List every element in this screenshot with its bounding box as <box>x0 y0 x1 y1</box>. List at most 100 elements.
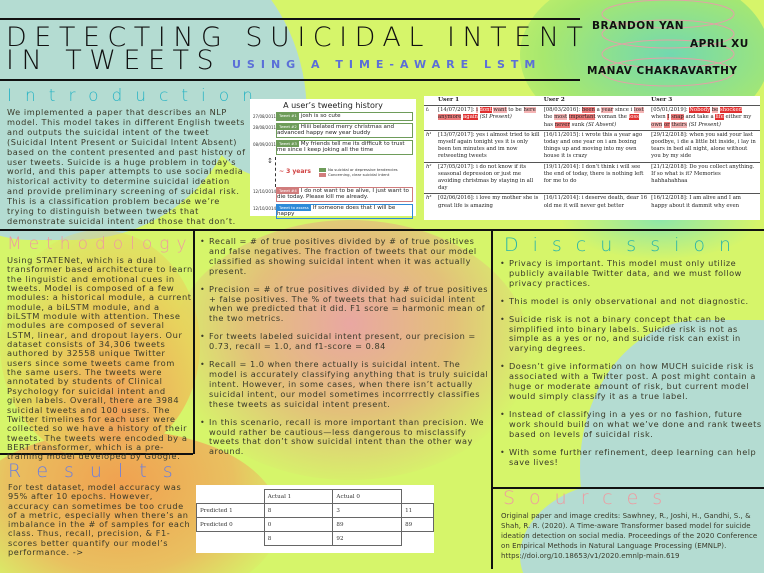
current-tweet-user-1: [14/07/2017]: i dont want to be here any… <box>436 106 542 131</box>
table-header: Actual 0 <box>332 489 403 504</box>
highlighted-word: want <box>493 107 507 114</box>
section-divider <box>491 487 764 489</box>
table-cell: 89 <box>332 517 403 532</box>
tweet-text: Hiiii belated merry christmas and advanc… <box>277 123 395 137</box>
current-tweet-user-3: [05/01/2019]: Nobody be shocked when I s… <box>649 106 760 131</box>
author-name: Brandon Yan <box>592 20 685 32</box>
list-item: Precision = # of true positives divided … <box>200 284 490 325</box>
table-row: Predicted 1 8 3 11 <box>196 503 434 518</box>
time-gap: ↕ ~ 3 years No suicidal or depressive te… <box>253 156 413 187</box>
figure-legend: No suicidal or depressive tendencies Con… <box>319 167 398 177</box>
list-item: In this scenario, recall is more importa… <box>200 417 490 458</box>
ellipse-rings-decoration <box>601 0 735 87</box>
highlighted-word: snap <box>671 114 684 121</box>
highlighted-word: lost <box>634 107 644 114</box>
column-total: 92 <box>332 531 403 546</box>
background-blob <box>0 230 200 460</box>
table-cell: [27/05/2017]: i do not know if its seaso… <box>436 161 542 194</box>
highlighted-word: be <box>515 107 522 114</box>
tweet-date: 12/10/2014 <box>253 205 277 211</box>
section-divider <box>0 229 764 231</box>
discussion-heading: Discussion <box>504 234 746 256</box>
table-header: User 2 <box>541 96 650 107</box>
table-cell: [21/12/2018]: Do you collect anything. I… <box>649 161 760 194</box>
highlighted-word: i <box>630 107 633 114</box>
tweet-date: 27/08/2011 <box>253 114 277 119</box>
tweet-date: 28/08/2011 <box>253 124 277 130</box>
row-label: h² <box>424 161 436 194</box>
table-row: h² [27/05/2017]: i do not know if its se… <box>424 161 760 194</box>
header-bottom-rule <box>0 79 580 81</box>
highlighted-word: I <box>667 114 670 121</box>
list-item: Doesn’t give information on how MUCH sui… <box>500 361 762 402</box>
highlighted-word: shocked <box>720 107 743 114</box>
table-row: h³ [02/06/2016]: i love my mother she is… <box>424 193 760 211</box>
highlighted-word: theirs <box>671 121 688 128</box>
confusion-matrix: Actual 1 Actual 0 Predicted 1 8 3 11 Pre… <box>196 485 434 553</box>
title-line-2: in Tweets <box>6 45 222 76</box>
metrics-list: Recall = # of true positives divided by … <box>200 236 490 465</box>
table-cell <box>197 532 265 546</box>
tweet-date: 08/09/2011 <box>253 141 277 147</box>
highlighted-word: year <box>601 107 614 114</box>
legend-label: No suicidal or depressive tendencies <box>328 166 398 172</box>
table-cell <box>197 490 265 504</box>
poster-subtitle: Using a Time-Aware LSTM <box>232 58 542 71</box>
table-cell: [13/07/2017]: yes i almost tried to kill… <box>436 129 542 163</box>
legend-swatch-green <box>319 167 326 172</box>
highlighted-word: since <box>614 107 629 114</box>
dotted-arrow-icon: ↕ <box>253 156 276 187</box>
table-cell <box>402 490 434 504</box>
table-row: Predicted 0 0 89 89 <box>196 517 434 532</box>
table-row: 8 92 <box>197 531 434 546</box>
figure-title: A user’s tweeting history <box>283 101 383 110</box>
tweet-date: [14/07/2017]: <box>438 107 477 114</box>
highlighted-word: take <box>697 114 709 121</box>
table-header: User 1 <box>436 96 542 107</box>
highlighted-word: been <box>581 107 595 114</box>
poster-title: Detecting Suicidal Intent in Tweets <box>6 24 590 76</box>
table-cell: [29/12/2018]: when you said your last go… <box>649 129 760 163</box>
intent-label: (SI Present) <box>688 121 721 128</box>
author-name: April Xu <box>690 38 749 50</box>
tweet-tag: Tweet #4 <box>277 187 299 194</box>
current-tweet-user-2: [08/03/2016]: been a year since i lost t… <box>542 106 649 131</box>
table-header <box>424 96 436 107</box>
tweet-text: My friends tell me its difficult to trus… <box>277 140 405 154</box>
methodology-heading: Methodology <box>7 234 194 254</box>
table-cell: [16/11/2014]: i deserve death, dear 16 o… <box>541 193 650 211</box>
intent-label: (SI Absent) <box>586 121 617 128</box>
doi-link[interactable]: https://doi.org/10.18653/v1/2020.emnlp-m… <box>501 552 680 560</box>
tweet-tag: Tweet to assess <box>277 204 311 211</box>
tweet-text: I do not want to be alive, I just want t… <box>277 187 409 201</box>
tweet-date: 12/10/2014 <box>253 188 277 194</box>
row-label: Predicted 0 <box>196 517 265 532</box>
introduction-heading: Introduction <box>7 86 266 106</box>
highlighted-word: anymore <box>438 114 462 121</box>
introduction-body: We implemented a paper that describes an… <box>7 107 246 226</box>
methodology-body: Using STATENet, which is a dual transfor… <box>7 255 193 462</box>
table-cell: 3 <box>332 503 403 518</box>
highlighted-word: the <box>618 114 627 121</box>
highlighted-word: woman <box>597 114 617 121</box>
legend-swatch-red <box>319 172 326 177</box>
highlighted-word: i <box>476 107 478 114</box>
highlighted-word: a <box>596 107 600 114</box>
highlighted-word: dont <box>479 107 492 114</box>
author-name: Manav Chakravarthy <box>587 65 738 77</box>
table-cell <box>402 532 434 546</box>
highlighted-word: to <box>508 107 514 114</box>
highlighted-word: life <box>715 114 724 121</box>
highlighted-word: here <box>523 107 536 114</box>
list-item: Instead of classifying in a yes or no fa… <box>500 409 762 440</box>
tweeting-history-figure: A user’s tweeting history 27/08/2011 Twe… <box>250 99 416 219</box>
column-divider <box>193 229 195 454</box>
list-item: With some further refinement, deep learn… <box>500 447 762 468</box>
table-cell: [02/06/2016]: i love my mother she is gr… <box>436 193 542 211</box>
row-label: Predicted 1 <box>196 503 265 518</box>
tweet-tag: Tweet #3 <box>277 140 299 147</box>
table-row: h¹ [13/07/2017]: yes i almost tried to k… <box>424 129 760 163</box>
gap-label: ~ 3 years <box>279 168 311 175</box>
